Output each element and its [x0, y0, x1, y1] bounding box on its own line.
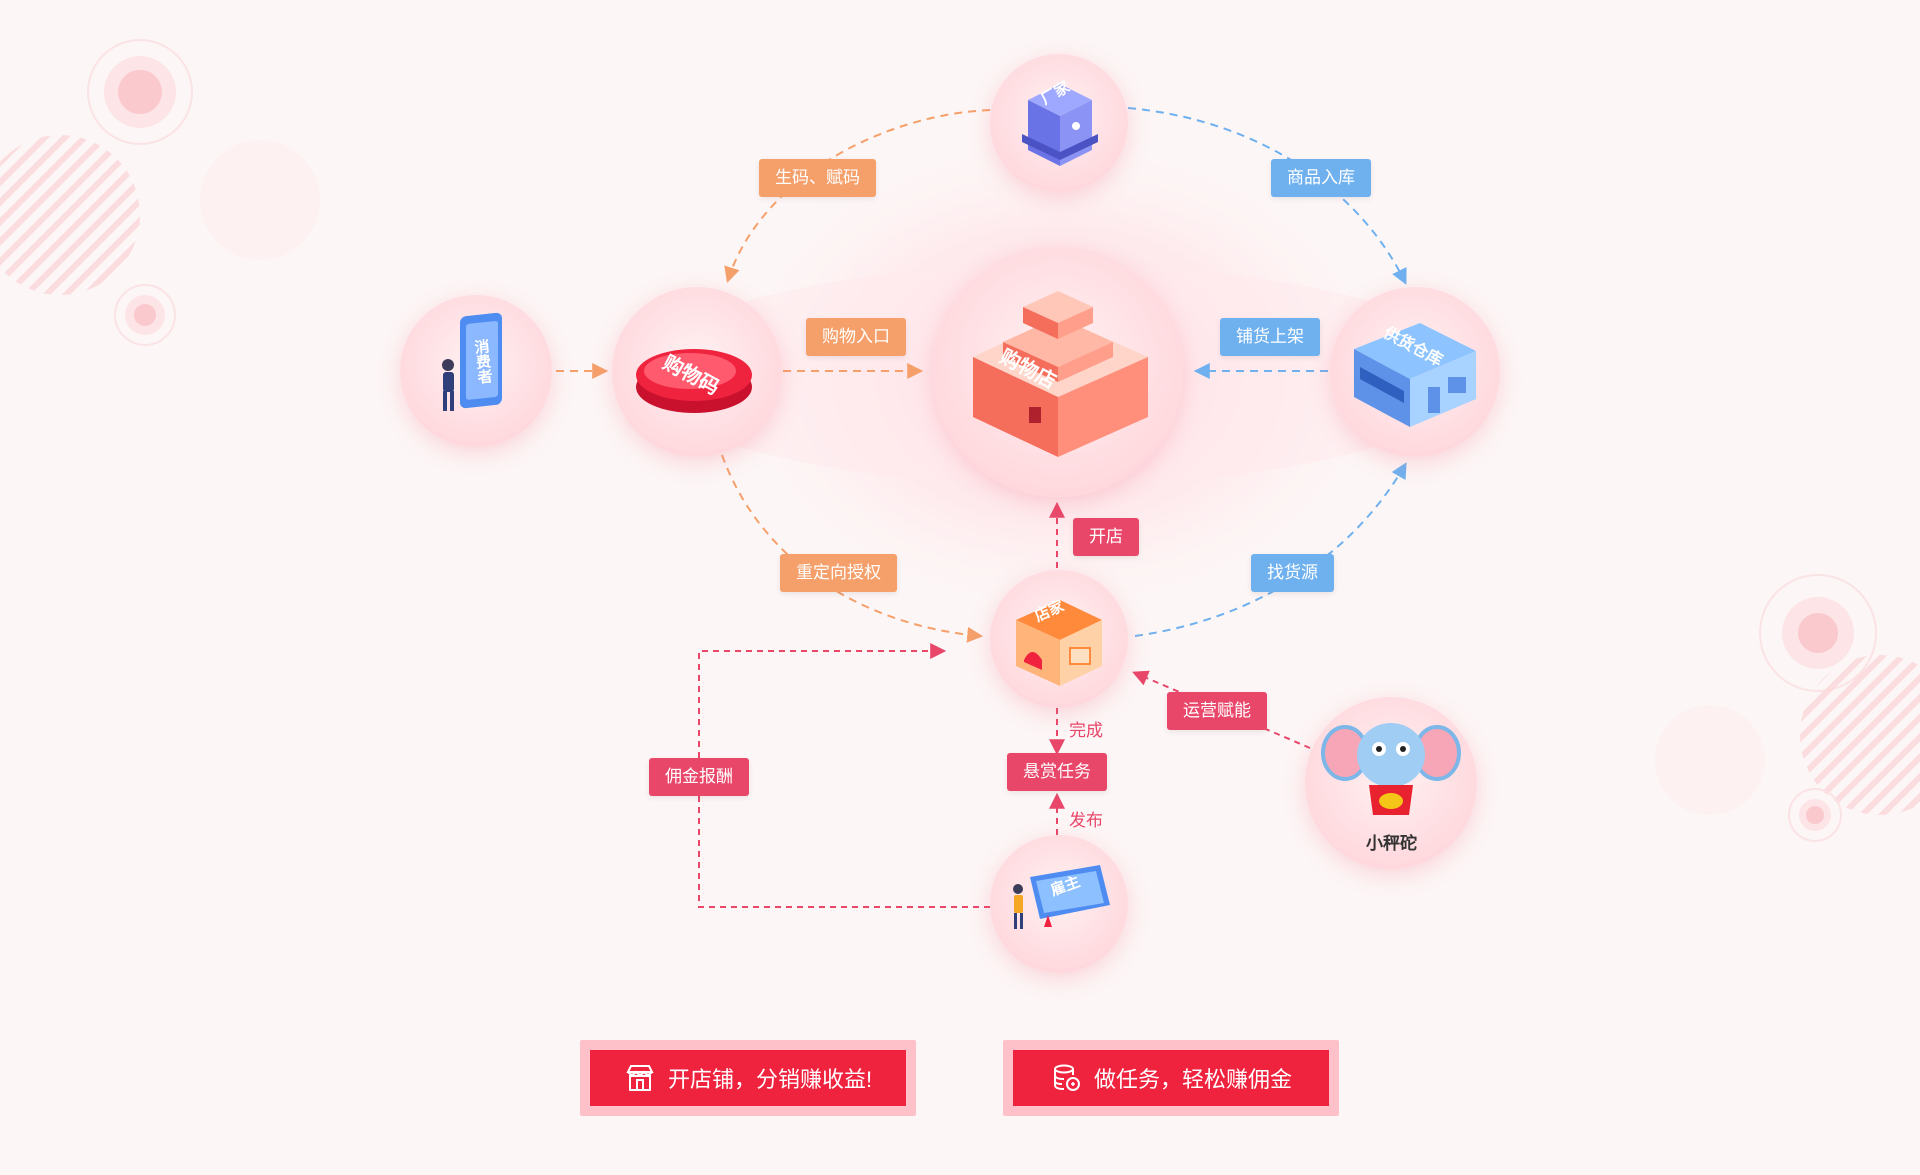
node-factory: 厂家	[990, 54, 1128, 192]
node-employer: 雇主	[990, 835, 1128, 973]
node-shopping-code: 购物码	[612, 287, 782, 457]
label-publish: 发布	[1069, 811, 1103, 830]
mascot-label: 小秤砣	[1366, 834, 1417, 853]
tag-goods-in: 商品入库	[1271, 159, 1371, 197]
tag-bounty-task: 悬赏任务	[1007, 753, 1107, 791]
cta-open-shop-label: 开店铺，分销赚收益!	[667, 1067, 873, 1092]
shop-building-icon	[973, 291, 1148, 457]
cta-task-button[interactable]: 做任务，轻松赚佣金	[1013, 1050, 1329, 1106]
factory-building-icon	[1022, 84, 1098, 166]
node-warehouse: 供货仓库	[1330, 287, 1500, 457]
tag-redirect-auth: 重定向授权	[780, 554, 897, 592]
tag-shop-entry: 购物入口	[806, 318, 906, 356]
tag-open-shop: 开店	[1073, 518, 1139, 556]
cta-open-shop-frame: 开店铺，分销赚收益!	[580, 1040, 916, 1116]
node-merchant: 店家	[990, 570, 1128, 708]
node-mascot: 小秤砣	[1305, 697, 1477, 869]
store-front-icon	[1016, 600, 1102, 686]
phone-person-icon	[442, 312, 502, 411]
store-icon	[626, 1065, 654, 1091]
node-shop-center: 购物店	[933, 247, 1183, 497]
node-consumer: 消费者	[400, 295, 552, 447]
red-button-icon	[636, 349, 752, 413]
cta-open-shop-button[interactable]: 开店铺，分销赚收益!	[590, 1050, 906, 1106]
tag-stock-shelf: 铺货上架	[1220, 318, 1320, 356]
coin-stack-icon	[1053, 1064, 1080, 1091]
cta-task-frame: 做任务，轻松赚佣金	[1003, 1040, 1339, 1116]
edge-code-merchant	[721, 454, 984, 643]
employer-card-icon	[1013, 865, 1110, 929]
cta-task-label: 做任务，轻松赚佣金	[1093, 1067, 1292, 1092]
tag-gen-code: 生码、赋码	[759, 159, 876, 197]
tag-commission: 佣金报酬	[649, 758, 749, 796]
label-complete: 完成	[1069, 721, 1103, 740]
elephant-mascot-icon	[1321, 723, 1461, 815]
warehouse-building-icon	[1354, 323, 1476, 427]
edge-mascot-merchant	[1132, 670, 1311, 749]
tag-find-supply: 找货源	[1251, 554, 1334, 592]
tag-ops-empower: 运营赋能	[1167, 692, 1267, 730]
